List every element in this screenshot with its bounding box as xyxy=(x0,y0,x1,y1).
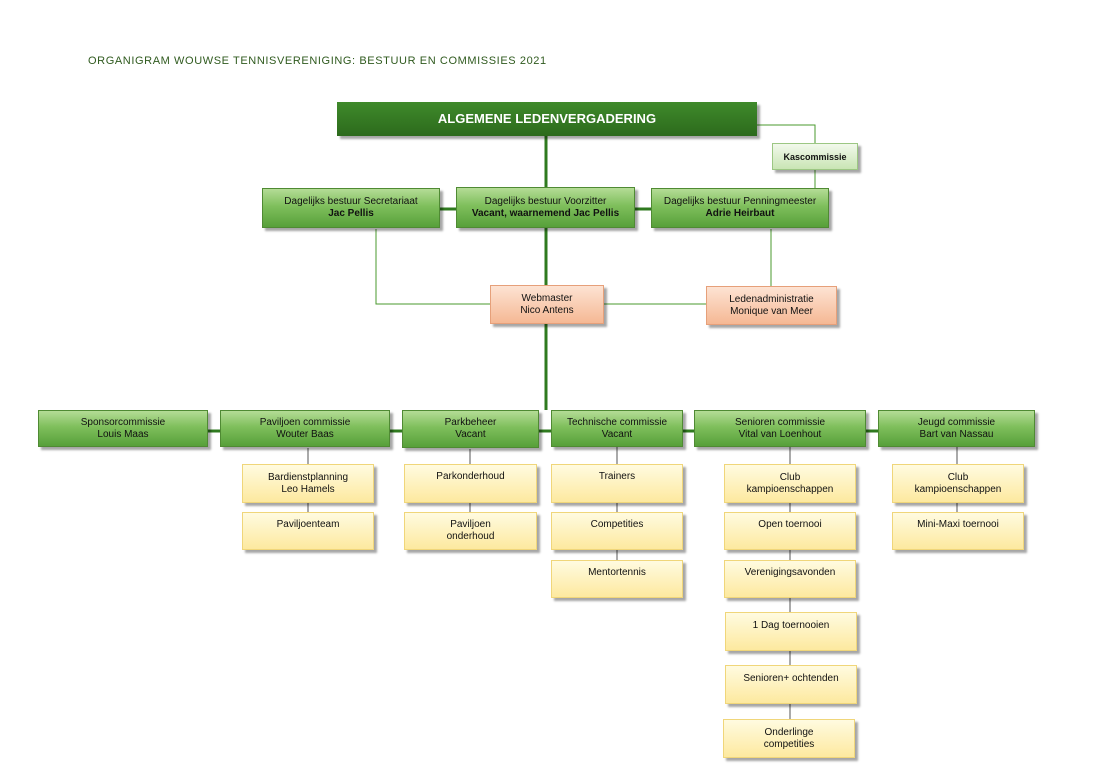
task-label: Club xyxy=(947,471,969,483)
page-title: ORGANIGRAM WOUWSE TENNISVERENIGING: BEST… xyxy=(88,55,547,67)
sponsorcommissie-box: Sponsorcommissie Louis Maas xyxy=(38,410,208,447)
paviljoen-commissie-name: Wouter Baas xyxy=(276,428,334,440)
paviljoen-commissie-role: Paviljoen commissie xyxy=(259,416,351,428)
sponsorcommissie-name: Louis Maas xyxy=(97,428,149,440)
ledenadministratie-name: Monique van Meer xyxy=(730,305,813,317)
jeugd-commissie-name: Bart van Nassau xyxy=(919,428,994,440)
task-label: Competities xyxy=(590,519,644,530)
task-label-2: onderhoud xyxy=(446,531,495,542)
voorzitter-box: Dagelijks bestuur Voorzitter Vacant, waa… xyxy=(456,187,635,228)
webmaster-box: Webmaster Nico Antens xyxy=(490,285,604,324)
sponsorcommissie-role: Sponsorcommissie xyxy=(80,416,166,428)
jeugd-commissie-box: Jeugd commissie Bart van Nassau xyxy=(878,410,1035,447)
technische-commissie-name: Vacant xyxy=(601,428,633,440)
voorzitter-name: Vacant, waarnemend Jac Pellis xyxy=(471,207,620,219)
task-mentortennis: Mentortennis xyxy=(551,560,683,598)
jeugd-commissie-role: Jeugd commissie xyxy=(917,416,996,428)
technische-commissie-role: Technische commissie xyxy=(566,416,668,428)
task-club-kampioenschappen-senioren: Club kampioenschappen xyxy=(724,464,856,503)
penningmeester-role: Dagelijks bestuur Penningmeester xyxy=(663,196,817,207)
task-label-2: kampioenschappen xyxy=(746,483,834,495)
task-label: Verenigingsavonden xyxy=(744,567,836,578)
task-verenigingsavonden: Verenigingsavonden xyxy=(724,560,856,598)
task-bardienstplanning: Bardienstplanning Leo Hamels xyxy=(242,464,374,503)
task-senioren-ochtenden: Senioren+ ochtenden xyxy=(725,665,857,704)
task-paviljoenteam: Paviljoenteam xyxy=(242,512,374,550)
algemene-ledenvergadering-box: ALGEMENE LEDENVERGADERING xyxy=(337,102,757,136)
parkbeheer-name: Vacant xyxy=(455,429,486,440)
task-label: Club xyxy=(779,471,801,483)
secretariaat-box: Dagelijks bestuur Secretariaat Jac Pelli… xyxy=(262,188,440,228)
webmaster-name: Nico Antens xyxy=(520,304,574,316)
technische-commissie-box: Technische commissie Vacant xyxy=(551,410,683,447)
penningmeester-box: Dagelijks bestuur Penningmeester Adrie H… xyxy=(651,188,829,228)
task-label-2: Leo Hamels xyxy=(281,483,335,495)
senioren-commissie-role: Senioren commissie xyxy=(734,416,826,428)
task-competities: Competities xyxy=(551,512,683,550)
kascommissie-box: Kascommissie xyxy=(772,143,858,170)
algemene-ledenvergadering-label: ALGEMENE LEDENVERGADERING xyxy=(437,111,657,126)
task-label: Paviljoen xyxy=(450,519,491,530)
webmaster-role: Webmaster xyxy=(521,292,573,304)
task-label: Mentortennis xyxy=(588,567,646,578)
task-label: Paviljoenteam xyxy=(276,519,340,530)
task-label: Open toernooi xyxy=(758,519,822,530)
parkbeheer-box: Parkbeheer Vacant xyxy=(402,410,539,448)
task-label-2: kampioenschappen xyxy=(914,483,1002,495)
task-mini-maxi-toernooi: Mini-Maxi toernooi xyxy=(892,512,1024,550)
task-label: Trainers xyxy=(598,471,636,482)
senioren-commissie-box: Senioren commissie Vital van Loenhout xyxy=(694,410,866,447)
task-1-dag-toernooien: 1 Dag toernooien xyxy=(725,612,857,651)
task-paviljoen-onderhoud: Paviljoen onderhoud xyxy=(404,512,537,550)
paviljoen-commissie-box: Paviljoen commissie Wouter Baas xyxy=(220,410,390,447)
penningmeester-name: Adrie Heirbaut xyxy=(705,208,775,219)
task-onderlinge-competities: Onderlinge competities xyxy=(723,719,855,758)
task-label: Mini-Maxi toernooi xyxy=(917,519,999,530)
task-club-kampioenschappen-jeugd: Club kampioenschappen xyxy=(892,464,1024,503)
task-label: 1 Dag toernooien xyxy=(752,620,830,631)
ledenadministratie-box: Ledenadministratie Monique van Meer xyxy=(706,286,837,325)
task-label: Parkonderhoud xyxy=(436,471,505,482)
task-open-toernooi: Open toernooi xyxy=(724,512,856,550)
voorzitter-role: Dagelijks bestuur Voorzitter xyxy=(484,195,607,207)
task-label: Senioren+ ochtenden xyxy=(743,673,839,684)
task-label: Onderlinge xyxy=(764,726,814,738)
kascommissie-label: Kascommissie xyxy=(783,151,847,162)
ledenadministratie-role: Ledenadministratie xyxy=(729,293,814,305)
secretariaat-role: Dagelijks bestuur Secretariaat xyxy=(284,196,418,207)
secretariaat-name: Jac Pellis xyxy=(328,208,374,219)
parkbeheer-role: Parkbeheer xyxy=(444,417,497,428)
task-trainers: Trainers xyxy=(551,464,683,503)
task-label-2: competities xyxy=(763,738,815,750)
task-parkonderhoud: Parkonderhoud xyxy=(404,464,537,503)
senioren-commissie-name: Vital van Loenhout xyxy=(738,428,822,440)
task-label: Bardienstplanning xyxy=(267,471,349,483)
